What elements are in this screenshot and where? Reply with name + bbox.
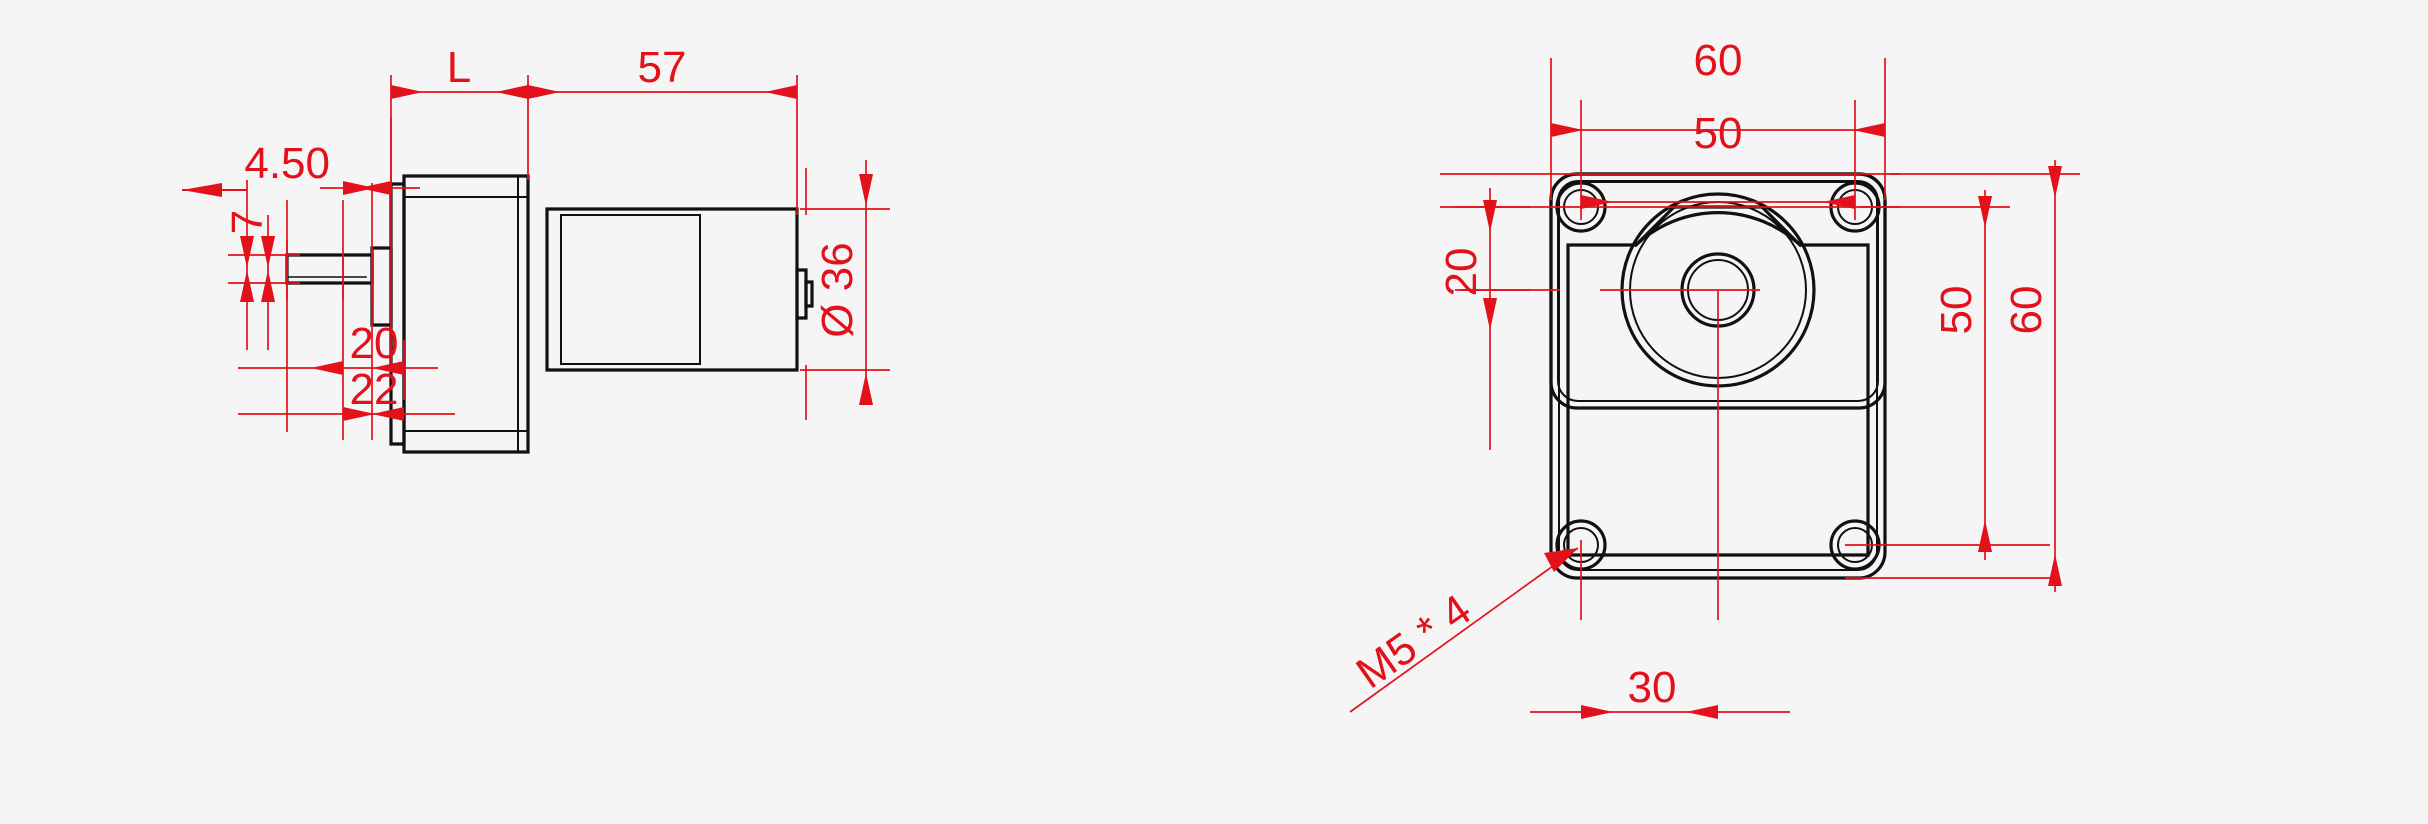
dim-20-left-line xyxy=(1455,188,1530,450)
bearing-dome-arc xyxy=(1633,211,1803,248)
dim-label-L: L xyxy=(447,43,471,92)
dim-label-dia36: Ø 36 xyxy=(813,242,862,337)
dim-label-60-right: 60 xyxy=(2002,286,2051,335)
side-elevation-labels: 7 4.50 L 57 20 22 Ø 36 xyxy=(223,43,862,414)
dim-30-bottom-line xyxy=(1530,705,1790,719)
dim-60-top-line xyxy=(1551,123,1885,137)
dim-label-60-top: 60 xyxy=(1694,36,1743,85)
dim-label-20-side: 20 xyxy=(350,319,399,368)
motor-rear-terminal xyxy=(795,268,814,320)
side-elevation-dimensions xyxy=(182,75,890,440)
dim-label-50-right: 50 xyxy=(1932,286,1981,335)
front-face-dimensions xyxy=(1349,58,2080,719)
dim-22-line xyxy=(238,407,455,421)
front-face-labels: 60 50 20 50 60 30 M5 * 4 xyxy=(1348,36,2051,712)
output-shaft xyxy=(285,253,374,285)
motor-body xyxy=(545,207,799,372)
dim-L-line xyxy=(391,85,528,99)
dim-label-30-bottom: 30 xyxy=(1628,663,1677,712)
leader-m5x4 xyxy=(1349,547,1579,713)
dim-label-20-left: 20 xyxy=(1437,248,1486,297)
gearbox-housing xyxy=(402,174,530,454)
dim-7-arrows xyxy=(240,236,275,302)
dim-label-22: 22 xyxy=(350,365,399,414)
dim-57-line xyxy=(528,85,797,99)
dim-label-450: 4.50 xyxy=(244,139,330,188)
dim-60-right-line xyxy=(1890,160,2080,592)
dim-label-50-top: 50 xyxy=(1694,109,1743,158)
dim-450-line xyxy=(320,181,420,195)
dim-20-side-line xyxy=(238,340,438,400)
dim-50-top-line xyxy=(1581,195,1855,209)
dim-50-right-line xyxy=(1860,190,2010,560)
dim-dia36-line xyxy=(800,160,890,405)
dim-label-m5x4: M5 * 4 xyxy=(1348,585,1480,698)
dim-label-57: 57 xyxy=(638,43,687,92)
dim-label-7: 7 xyxy=(223,210,272,234)
shaft-boss xyxy=(370,246,393,327)
